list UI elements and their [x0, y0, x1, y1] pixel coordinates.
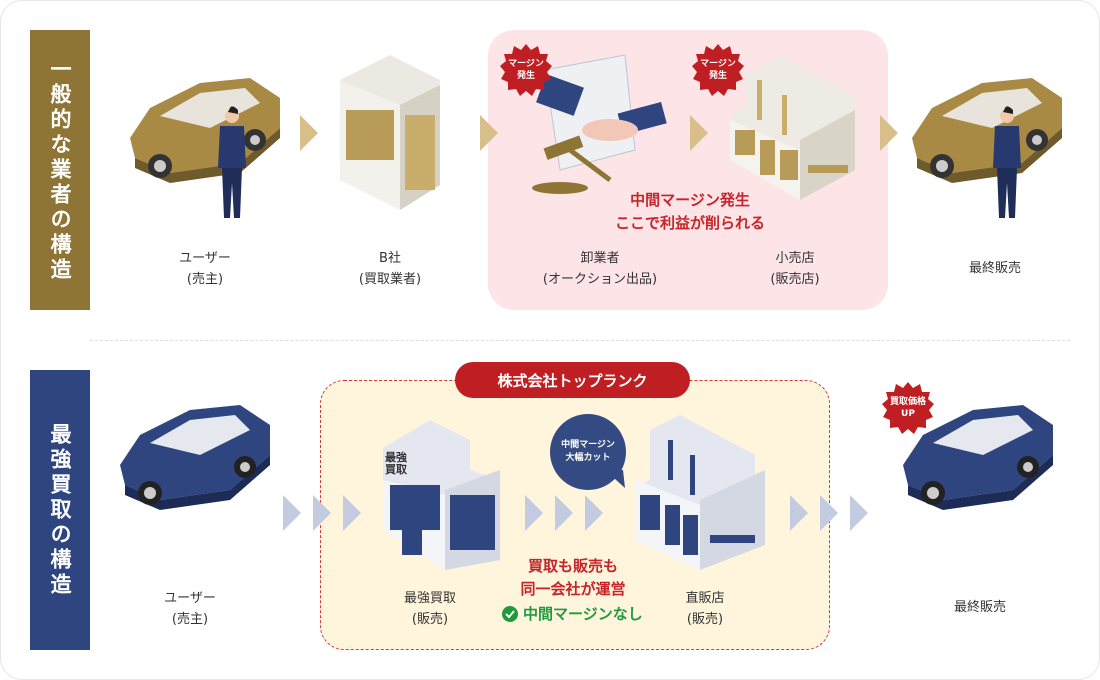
step-direct-store: 直販店(販売): [685, 591, 725, 627]
arrow-icons: [283, 495, 868, 531]
same-company-note: 買取も販売も 同一会社が運営: [520, 557, 626, 598]
section-divider: [90, 340, 1070, 341]
burst-badge-icon: [882, 382, 934, 434]
step-retailer: 小売店(販売店): [770, 251, 820, 287]
arrow-icon: [690, 115, 708, 151]
margin-badge: マージン発生: [692, 44, 744, 96]
strongest-building-icon: [383, 420, 500, 570]
arrow-icon: [300, 115, 318, 151]
burst-badge-icon: [500, 44, 552, 96]
direct-store-icon: [636, 415, 765, 570]
building-sign: 最強買取: [385, 451, 407, 476]
auction-handshake-icon: [532, 54, 667, 194]
check-circle-icon: [502, 605, 518, 622]
step-user: ユーザー(売主): [179, 251, 231, 287]
step-final-sale: 最終販売: [968, 261, 1021, 276]
margin-note: 中間マージン発生 ここで利益が削られる: [614, 191, 765, 232]
arrow-icon: [880, 115, 898, 151]
buyer-building-icon: [340, 55, 440, 210]
burst-badge-icon: [692, 44, 744, 96]
step-b-company: B社(買取業者): [358, 251, 422, 287]
margin-badge: マージン発生: [500, 44, 552, 96]
retail-store-icon: [730, 55, 855, 200]
seller-car-icon: [120, 405, 270, 510]
general-structure-label: 一般的な業者の構造: [30, 30, 90, 310]
arrow-icon: [480, 115, 498, 151]
strongest-structure-label: 最強買取の構造: [30, 370, 90, 650]
bubble-tail-icon: [605, 470, 625, 488]
seller-car-icon: [130, 78, 280, 183]
company-badge: 株式会社トップランク: [455, 362, 690, 398]
step-wholesaler: 卸業者(オークション出品): [542, 251, 658, 287]
final-sale-car-icon: [912, 78, 1062, 183]
step-user: ユーザー(売主): [164, 591, 216, 627]
no-margin-note: 中間マージンなし: [502, 603, 643, 624]
step-final-sale: 最終販売: [953, 600, 1006, 615]
step-strongest-buy: 最強買取(販売): [403, 591, 456, 627]
